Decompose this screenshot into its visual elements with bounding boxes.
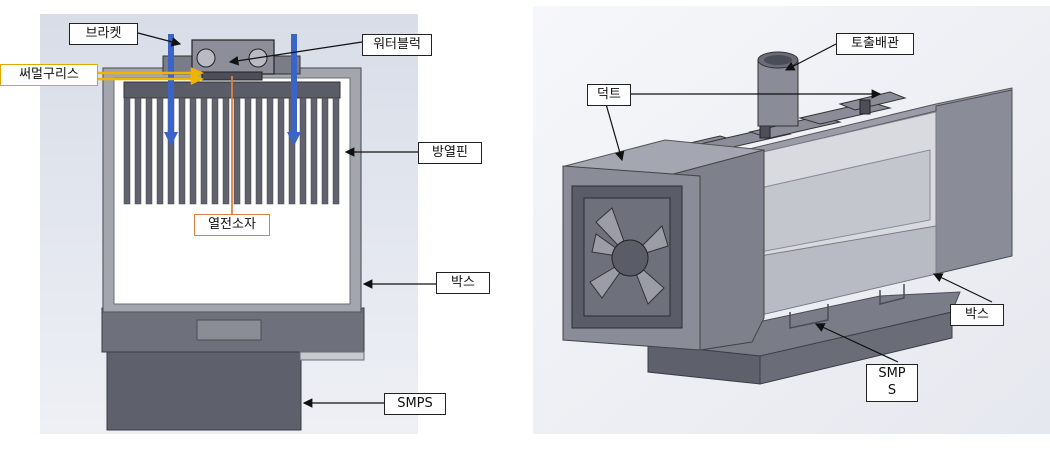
flow-arrow-right	[287, 34, 301, 146]
label-thermal-grease: 써멀구리스	[0, 64, 98, 86]
water-block-port-left	[196, 48, 216, 68]
label-smps-right: SMP S	[866, 364, 918, 402]
smps-side-step	[299, 351, 365, 361]
label-smps-right-line2: S	[887, 383, 897, 398]
label-thermoelectric-element: 열전소자	[194, 214, 270, 236]
right-3d-model-diagram	[533, 6, 1050, 434]
label-smps-left: SMPS	[384, 393, 446, 415]
bracket-leader	[137, 32, 182, 47]
discharge-pipe	[757, 51, 799, 127]
discharge-pipe-leader	[784, 43, 837, 71]
label-discharge-pipe: 토출배관	[836, 33, 914, 55]
bracket-left	[162, 55, 194, 75]
box-leader-right	[932, 273, 993, 303]
label-duct: 덕트	[587, 84, 631, 106]
heat-sink-fins	[123, 97, 340, 205]
label-box-right: 박스	[950, 304, 1004, 326]
flow-arrow-left	[164, 34, 178, 146]
smps-body	[106, 345, 302, 431]
smps-connector	[196, 319, 262, 341]
left-cross-section-diagram	[40, 14, 436, 434]
label-bracket: 브라켓	[69, 23, 138, 45]
duct-leader-short	[605, 103, 625, 162]
label-box-left: 박스	[436, 272, 490, 294]
thermal-grease-arrows	[98, 67, 205, 85]
box-support-brackets	[789, 284, 905, 329]
water-block-leader	[228, 41, 363, 66]
duct-fan-hub	[611, 239, 649, 277]
label-heat-sink-fin: 방열핀	[418, 142, 482, 164]
box-right-end	[935, 89, 1013, 275]
smps-leader-right	[814, 323, 899, 363]
label-smps-right-line1: SMP	[878, 366, 906, 381]
label-water-block: 워터블럭	[362, 34, 432, 56]
smps-base-side	[759, 311, 953, 385]
